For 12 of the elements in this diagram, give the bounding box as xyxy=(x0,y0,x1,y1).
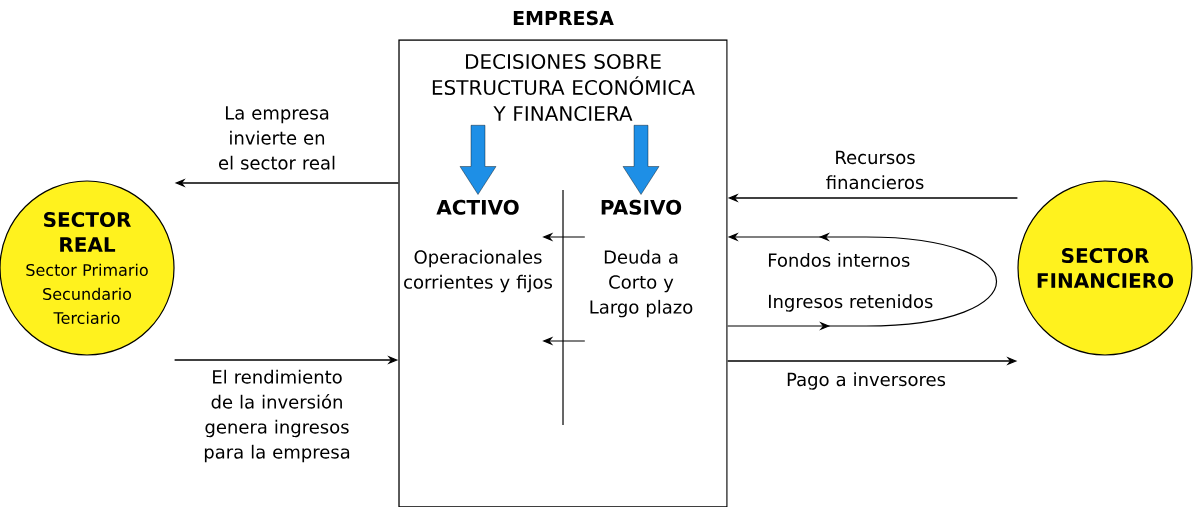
node-label: EMPRESA xyxy=(513,10,614,26)
block-arrow xyxy=(459,125,497,195)
flow-label: Ingresos retenidos xyxy=(769,294,933,312)
column-text: PASIVO Deuda a Corto y Largo plazo xyxy=(590,199,693,318)
edge-label: El rendimiento de la inversión genera ingresos para la empresa xyxy=(204,369,350,463)
edge-label: Recursos financieros xyxy=(826,150,924,190)
edge-label: Pago a inversores xyxy=(787,372,946,390)
heading-text: DECISIONES SOBRE ESTRUCTURA ECONÓMICA Y FINANCIERA xyxy=(432,53,695,122)
edge-label: La empresa invierte en el sector real xyxy=(219,106,335,170)
flow-label: Fondos internos xyxy=(769,253,910,267)
block-arrow xyxy=(622,125,660,195)
column-text: ACTIVO Operacionales corrientes y fijos xyxy=(404,199,552,293)
